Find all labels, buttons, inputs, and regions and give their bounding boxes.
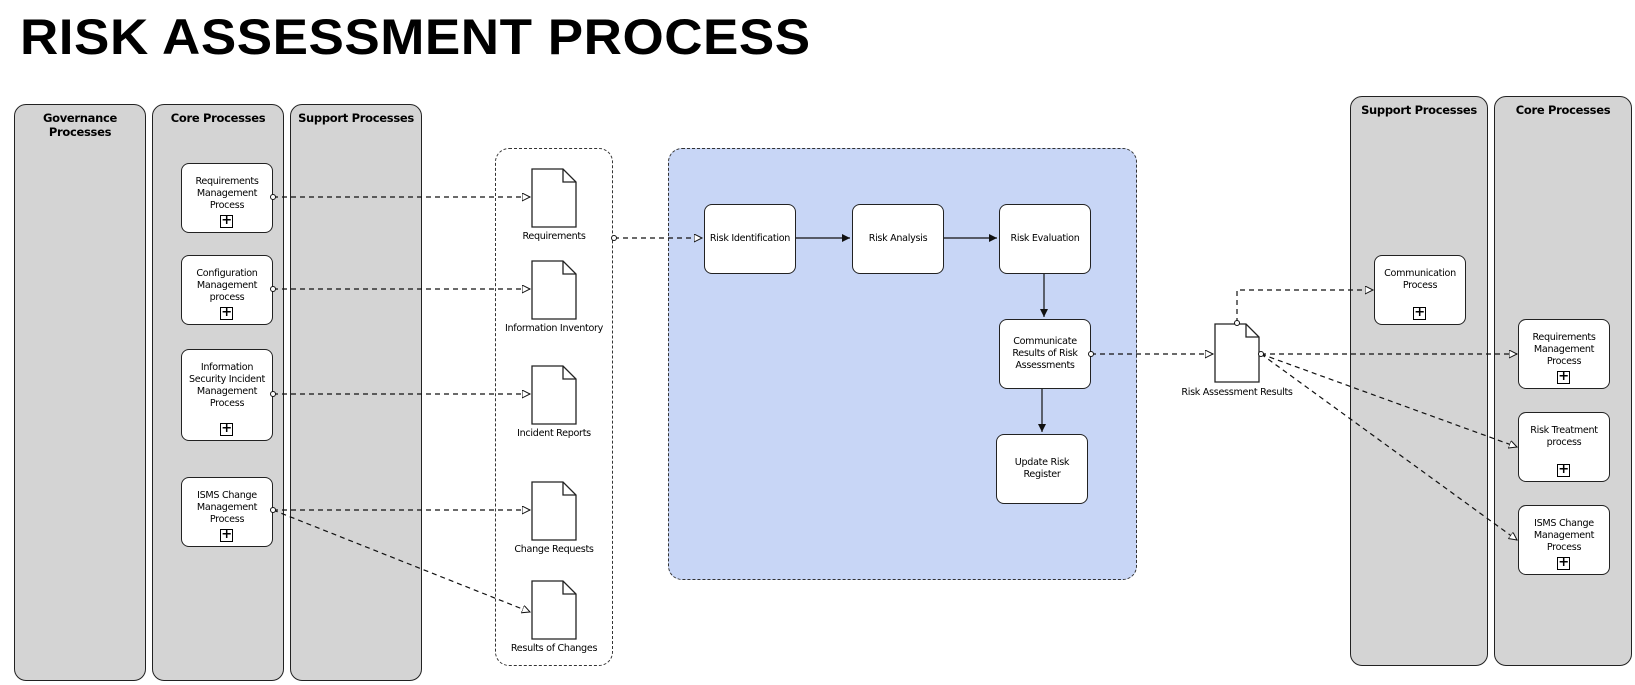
process-label: Risk Treatment process: [1530, 425, 1598, 448]
document-icon[interactable]: [531, 365, 577, 425]
expand-subprocess-icon[interactable]: +: [1557, 555, 1570, 570]
document-icon[interactable]: [1214, 323, 1260, 383]
expand-subprocess-icon[interactable]: +: [1557, 369, 1570, 384]
document-icon[interactable]: [531, 168, 577, 228]
expand-subprocess-icon[interactable]: +: [220, 305, 233, 320]
process-configuration-management[interactable]: Configuration Management process +: [181, 255, 273, 325]
document-label: Information Inventory: [504, 323, 604, 334]
process-label: Communication Process: [1384, 268, 1456, 291]
expand-subprocess-icon[interactable]: +: [220, 421, 233, 436]
lane-title: Support Processes: [298, 111, 414, 125]
expand-subprocess-icon[interactable]: +: [1557, 462, 1570, 477]
document-icon[interactable]: [531, 580, 577, 640]
document-label: Requirements: [522, 231, 586, 242]
process-label: ISMS Change Management Process: [196, 490, 258, 525]
process-incident-management[interactable]: Information Security Incident Management…: [181, 349, 273, 441]
step-risk-analysis[interactable]: Risk Analysis: [852, 204, 944, 274]
step-update-risk-register[interactable]: Update Risk Register: [996, 434, 1088, 504]
process-label: Requirements Management Process: [195, 176, 259, 211]
lane-title: Core Processes: [170, 111, 266, 125]
step-communicate-results[interactable]: Communicate Results of Risk Assessments: [999, 319, 1091, 389]
process-isms-change-management-right[interactable]: ISMS Change Management Process +: [1518, 505, 1610, 575]
document-label: Results of Changes: [510, 643, 598, 654]
step-label: Risk Identification: [709, 233, 791, 244]
document-label: Change Requests: [514, 544, 594, 555]
input-documents-group: [495, 148, 613, 666]
step-label: Risk Evaluation: [1010, 233, 1080, 244]
process-label: Configuration Management process: [196, 268, 258, 303]
step-label: Risk Analysis: [868, 233, 928, 244]
process-label: Information Security Incident Management…: [188, 362, 266, 409]
lane-title: Support Processes: [1361, 103, 1477, 117]
document-icon[interactable]: [531, 260, 577, 320]
process-communication[interactable]: Communication Process +: [1374, 255, 1466, 325]
expand-subprocess-icon[interactable]: +: [220, 213, 233, 228]
output-document-label: Risk Assessment Results: [1181, 387, 1293, 398]
expand-subprocess-icon[interactable]: +: [220, 527, 233, 542]
process-label: Requirements Management Process: [1532, 332, 1596, 367]
page-title: RISK ASSESSMENT PROCESS: [20, 9, 811, 65]
lane-title: Core Processes: [1515, 103, 1611, 117]
process-risk-treatment[interactable]: Risk Treatment process +: [1518, 412, 1610, 482]
step-label: Update Risk Register: [1014, 457, 1070, 480]
process-requirements-management-right[interactable]: Requirements Management Process +: [1518, 319, 1610, 389]
document-label: Incident Reports: [517, 428, 591, 439]
process-requirements-management[interactable]: Requirements Management Process +: [181, 163, 273, 233]
lane-title: Governance Processes: [42, 111, 118, 139]
process-label: ISMS Change Management Process: [1533, 518, 1595, 553]
document-icon[interactable]: [531, 481, 577, 541]
lane-governance-processes: Governance Processes: [14, 104, 146, 681]
step-label: Communicate Results of Risk Assessments: [1012, 336, 1078, 371]
step-risk-evaluation[interactable]: Risk Evaluation: [999, 204, 1091, 274]
lane-support-processes-right: Support Processes: [1350, 96, 1488, 666]
expand-subprocess-icon[interactable]: +: [1413, 305, 1426, 320]
lane-support-processes-left: Support Processes: [290, 104, 422, 681]
step-risk-identification[interactable]: Risk Identification: [704, 204, 796, 274]
